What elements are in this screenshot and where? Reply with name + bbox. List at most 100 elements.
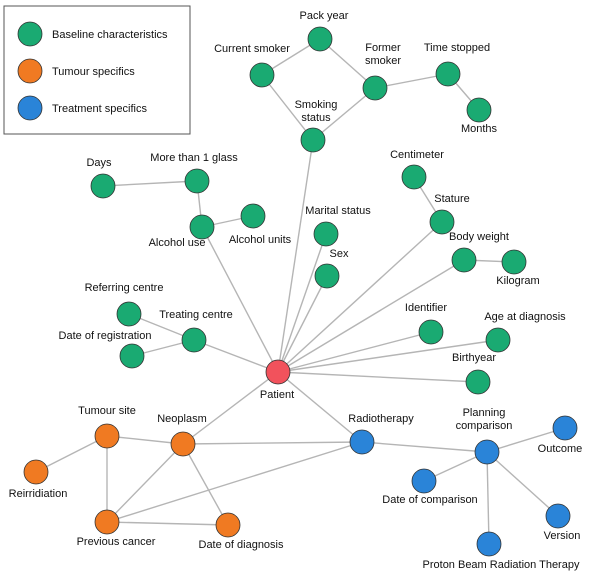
node-circle[interactable]	[23, 459, 49, 485]
node-circle[interactable]	[418, 319, 444, 345]
node-circle[interactable]	[94, 423, 120, 449]
node-label: Proton Beam Radiation Therapy	[423, 559, 580, 571]
node-circle[interactable]	[451, 247, 477, 273]
node-proton-beam[interactable]: Proton Beam Radiation Therapy	[423, 531, 580, 571]
node-circle[interactable]	[170, 431, 196, 457]
node-circle[interactable]	[465, 369, 491, 395]
node-circle[interactable]	[189, 214, 215, 240]
edge-patient-identifier	[277, 331, 432, 373]
node-date-of-diagnosis[interactable]: Date of diagnosis	[199, 512, 284, 551]
node-alcohol-units[interactable]: Alcohol units	[229, 203, 292, 246]
legend-label-treatment: Treatment specifics	[52, 103, 147, 115]
node-label: Months	[461, 123, 498, 135]
node-circle[interactable]	[429, 209, 455, 235]
node-label: Sex	[330, 248, 349, 260]
node-label: Treating centre	[159, 309, 233, 321]
node-marital-status[interactable]: Marital status	[305, 205, 371, 247]
node-label: Kilogram	[496, 275, 539, 287]
node-label: Tumour site	[78, 405, 136, 417]
node-alcohol-use[interactable]: Alcohol use	[149, 214, 215, 249]
node-label: Marital status	[305, 205, 371, 217]
node-circle[interactable]	[300, 127, 326, 153]
edge-planning_comparison-outcome	[486, 427, 566, 453]
edge-neoplasm-previous_cancer	[106, 443, 184, 523]
node-outcome[interactable]: Outcome	[538, 415, 583, 455]
node-circle[interactable]	[435, 61, 461, 87]
node-label-line: status	[301, 112, 331, 124]
edge-radiotherapy-planning_comparison	[361, 441, 488, 453]
node-circle[interactable]	[249, 62, 275, 88]
node-months[interactable]: Months	[461, 97, 498, 135]
node-date-of-registration[interactable]: Date of registration	[59, 330, 152, 369]
node-circle[interactable]	[314, 263, 340, 289]
node-radiotherapy[interactable]: Radiotherapy	[348, 413, 414, 455]
node-circle[interactable]	[411, 468, 437, 494]
edge-patient-alcohol_use	[201, 226, 279, 373]
node-age-at-diagnosis[interactable]: Age at diagnosis	[484, 311, 566, 353]
edge-patient-radiotherapy	[277, 371, 363, 443]
edge-patient-stature	[277, 221, 443, 373]
node-label-line: Planning	[463, 407, 506, 419]
node-stature[interactable]: Stature	[429, 193, 470, 235]
node-kilogram[interactable]: Kilogram	[496, 249, 540, 287]
node-circle[interactable]	[485, 327, 511, 353]
edge-smoking_status-former_smoker	[312, 87, 376, 141]
node-circle[interactable]	[401, 164, 427, 190]
node-centimeter[interactable]: Centimeter	[390, 149, 444, 190]
node-circle[interactable]	[265, 359, 291, 385]
node-circle[interactable]	[116, 301, 142, 327]
node-circle[interactable]	[545, 503, 571, 529]
node-circle[interactable]	[362, 75, 388, 101]
node-version[interactable]: Version	[544, 503, 581, 542]
node-label: Stature	[434, 193, 469, 205]
node-sex[interactable]: Sex	[314, 248, 349, 289]
node-more-than-1-glass[interactable]: More than 1 glass	[150, 152, 238, 194]
node-days[interactable]: Days	[86, 157, 116, 199]
node-identifier[interactable]: Identifier	[405, 302, 448, 345]
node-circle[interactable]	[240, 203, 266, 229]
node-patient[interactable]: Patient	[260, 359, 294, 401]
node-circle[interactable]	[476, 531, 502, 557]
node-current-smoker[interactable]: Current smoker	[214, 43, 290, 88]
node-tumour-site[interactable]: Tumour site	[78, 405, 136, 449]
node-label: Pack year	[300, 10, 349, 22]
node-circle[interactable]	[90, 173, 116, 199]
node-pack-year[interactable]: Pack year	[300, 10, 349, 52]
edge-neoplasm-date_of_diagnosis	[182, 443, 229, 526]
node-reirridiation[interactable]: Reirridiation	[9, 459, 68, 500]
node-circle[interactable]	[181, 327, 207, 353]
node-circle[interactable]	[94, 509, 120, 535]
node-circle[interactable]	[501, 249, 527, 275]
node-label: Patient	[260, 389, 294, 401]
node-label: Alcohol units	[229, 234, 292, 246]
node-circle[interactable]	[552, 415, 578, 441]
node-label: Neoplasm	[157, 413, 207, 425]
node-circle[interactable]	[466, 97, 492, 123]
node-circle[interactable]	[215, 512, 241, 538]
node-circle[interactable]	[184, 168, 210, 194]
node-date-of-comparison[interactable]: Date of comparison	[382, 468, 478, 506]
node-circle[interactable]	[119, 343, 145, 369]
node-neoplasm[interactable]: Neoplasm	[157, 413, 207, 457]
edge-patient-neoplasm	[182, 371, 279, 445]
legend-label-baseline: Baseline characteristics	[52, 29, 168, 41]
node-circle[interactable]	[349, 429, 375, 455]
node-previous-cancer[interactable]: Previous cancer	[77, 509, 156, 548]
node-circle[interactable]	[474, 439, 500, 465]
node-label-line: smoker	[365, 55, 401, 67]
legend-swatch-baseline	[17, 21, 43, 47]
node-time-stopped[interactable]: Time stopped	[424, 42, 490, 87]
node-treating-centre[interactable]: Treating centre	[159, 309, 233, 353]
node-birthyear[interactable]: Birthyear	[452, 352, 496, 395]
node-circle[interactable]	[307, 26, 333, 52]
node-referring-centre[interactable]: Referring centre	[85, 282, 164, 327]
node-circle[interactable]	[313, 221, 339, 247]
node-body-weight[interactable]: Body weight	[449, 231, 509, 273]
node-label: Reirridiation	[9, 488, 68, 500]
